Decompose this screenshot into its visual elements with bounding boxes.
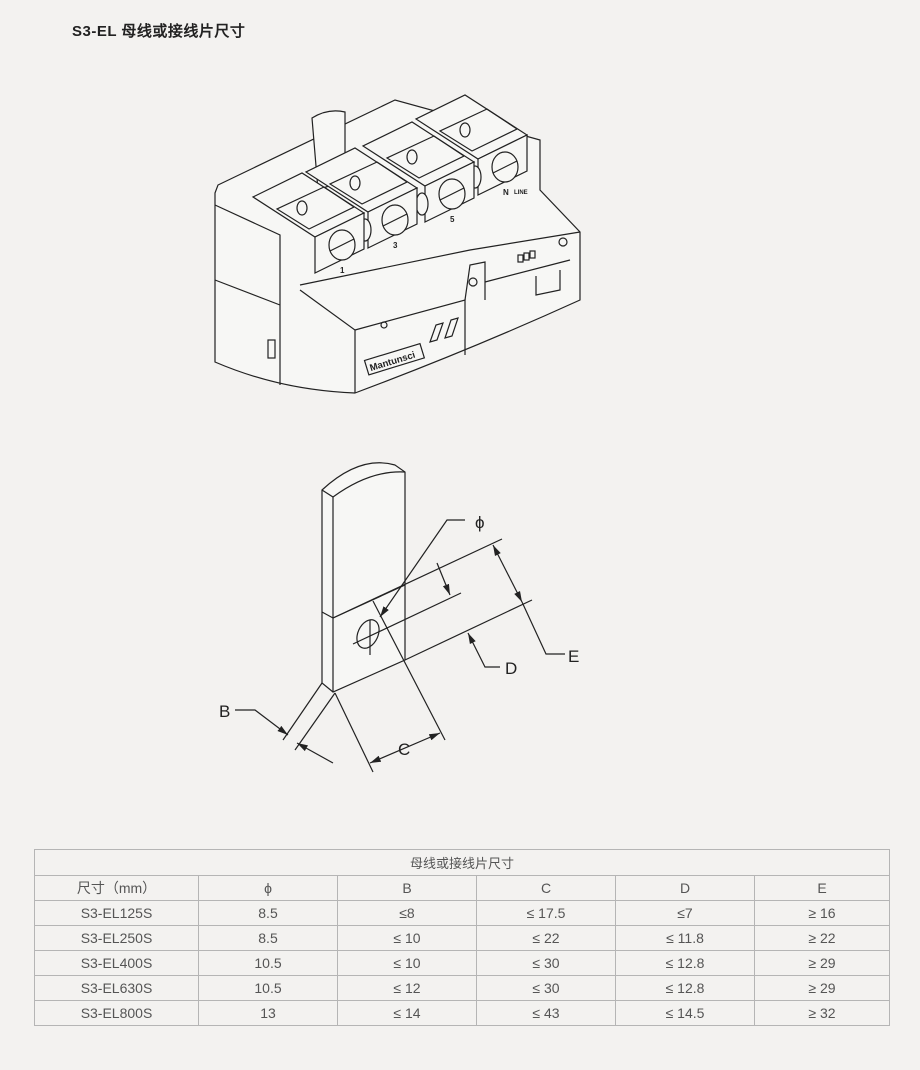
d-label: D <box>505 659 517 678</box>
table-cell: 8.5 <box>198 925 338 951</box>
terminal-block: 5 <box>361 121 476 224</box>
table-cell: 10.5 <box>198 975 338 1001</box>
table-cell: ≥ 16 <box>754 900 890 926</box>
header-cell: E <box>754 875 890 901</box>
table-cell: ≥ 32 <box>754 1000 890 1026</box>
table-cell: ≤ 12 <box>337 975 477 1001</box>
page-title: S3-EL 母线或接线片尺寸 <box>72 23 246 40</box>
terminal-label: N <box>503 188 509 197</box>
c-label: C <box>398 740 410 759</box>
header-cell: ϕ <box>198 875 338 901</box>
table-cell: ≥ 29 <box>754 975 890 1001</box>
table-cell: ≤ 14 <box>337 1000 477 1026</box>
table-cell: ≥ 29 <box>754 950 890 976</box>
table-cell: ≤ 43 <box>476 1000 616 1026</box>
table-cell: ≤ 30 <box>476 950 616 976</box>
terminal-block: 1 <box>251 172 366 275</box>
table-cell: ≤8 <box>337 900 477 926</box>
table-cell: S3-EL250S <box>34 925 199 951</box>
table-cell: S3-EL630S <box>34 975 199 1001</box>
table-cell: ≥ 22 <box>754 925 890 951</box>
table-caption: 母线或接线片尺寸 <box>34 849 890 876</box>
table-cell: ≤ 12.8 <box>615 975 755 1001</box>
header-cell: D <box>615 875 755 901</box>
terminal-label: 1 <box>340 266 345 275</box>
table-cell: ≤ 17.5 <box>476 900 616 926</box>
e-label: E <box>568 647 579 666</box>
table-cell: ≤7 <box>615 900 755 926</box>
terminal-block: N <box>414 94 529 197</box>
header-cell: B <box>337 875 477 901</box>
busbar-diagram: ϕ B C D E <box>219 462 579 773</box>
header-cell: C <box>476 875 616 901</box>
table-cell: ≤ 14.5 <box>615 1000 755 1026</box>
table-cell: ≤ 12.8 <box>615 950 755 976</box>
phi-label: ϕ <box>475 513 485 532</box>
table-cell: 13 <box>198 1000 338 1026</box>
table-cell: S3-EL125S <box>34 900 199 926</box>
table-cell: ≤ 10 <box>337 925 477 951</box>
b-label: B <box>219 702 230 721</box>
table-header-row: 尺寸（mm） ϕ B C D E <box>34 875 890 901</box>
table-cell: S3-EL400S <box>34 950 199 976</box>
table-cell: ≤ 11.8 <box>615 925 755 951</box>
table-cell: ≤ 30 <box>476 975 616 1001</box>
header-cell: 尺寸（mm） <box>34 875 199 901</box>
table-cell: S3-EL800S <box>34 1000 199 1026</box>
terminal-label: 3 <box>393 241 398 250</box>
table-cell: 8.5 <box>198 900 338 926</box>
table-cell: ≤ 10 <box>337 950 477 976</box>
table-cell: 10.5 <box>198 950 338 976</box>
busbar <box>321 462 406 693</box>
table-cell: ≤ 22 <box>476 925 616 951</box>
terminal-label: 5 <box>450 215 455 224</box>
line-mark: LINE <box>514 190 528 196</box>
